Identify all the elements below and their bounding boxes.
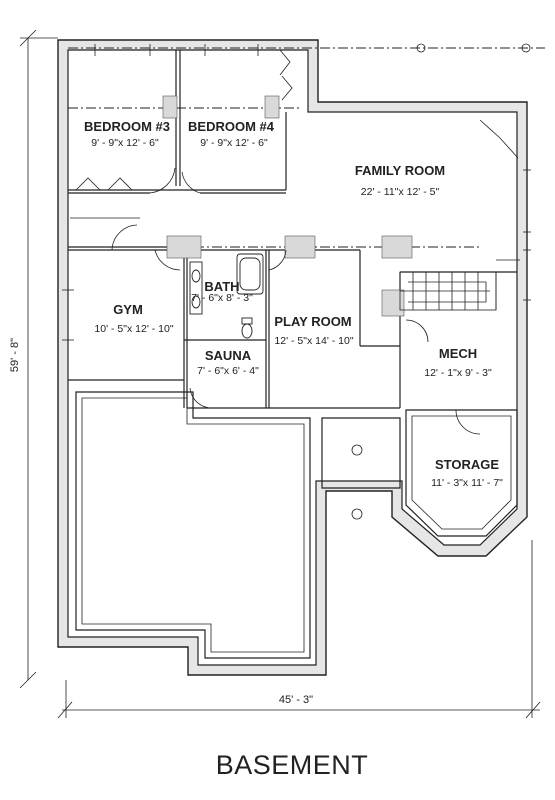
sink-icon <box>191 295 201 309</box>
room-size-sauna: 7' - 6"x 6' - 4" <box>197 365 259 377</box>
room-label-mech: MECH <box>439 346 477 361</box>
overall-width-label: 45' - 3" <box>279 694 313 706</box>
storage-room-wall <box>405 409 518 537</box>
overall-depth-label: 59' - 8" <box>9 338 21 372</box>
room-size-bedroom3: 9' - 9"x 12' - 6" <box>91 137 159 149</box>
room-label-family: FAMILY ROOM <box>355 163 445 178</box>
room-size-storage: 11' - 3"x 11' - 7" <box>431 477 503 489</box>
storage-room-wall-inner <box>411 415 512 530</box>
window-marks <box>62 44 531 341</box>
room-size-play: 12' - 5"x 14' - 10" <box>274 335 353 347</box>
room-label-bedroom3: BEDROOM #3 <box>84 119 170 134</box>
dimension-lines <box>19 29 541 719</box>
plan-title: BASEMENT <box>216 750 369 780</box>
closet-doors <box>70 177 140 219</box>
unexcavated-area <box>75 391 311 659</box>
stair-icon <box>399 259 520 311</box>
room-label-bedroom4: BEDROOM #4 <box>188 119 275 134</box>
door-swings <box>111 49 519 435</box>
crawl-pocket <box>321 417 401 489</box>
floor-drain-icon <box>351 508 363 520</box>
sink-icon <box>191 269 201 283</box>
room-label-play: PLAY ROOM <box>274 314 351 329</box>
room-size-bedroom4: 9' - 9"x 12' - 6" <box>200 137 268 149</box>
room-label-bath: BATH <box>204 279 239 294</box>
floor-drain-icon <box>351 444 363 456</box>
room-label-storage: STORAGE <box>435 457 499 472</box>
interior-wall-face <box>67 49 518 666</box>
toilet-icon <box>241 323 253 339</box>
room-label-gym: GYM <box>113 302 143 317</box>
toilet-tank-icon <box>241 317 253 325</box>
room-size-gym: 10' - 5"x 12' - 10" <box>94 323 173 335</box>
bath-fixtures <box>189 253 264 339</box>
room-label-sauna: SAUNA <box>205 348 252 363</box>
room-size-family: 22' - 11"x 12' - 5" <box>361 186 440 198</box>
room-size-bath: 7' - 6"x 8' - 3" <box>191 292 253 304</box>
room-size-mech: 12' - 1"x 9' - 3" <box>424 367 492 379</box>
support-columns <box>162 95 413 317</box>
